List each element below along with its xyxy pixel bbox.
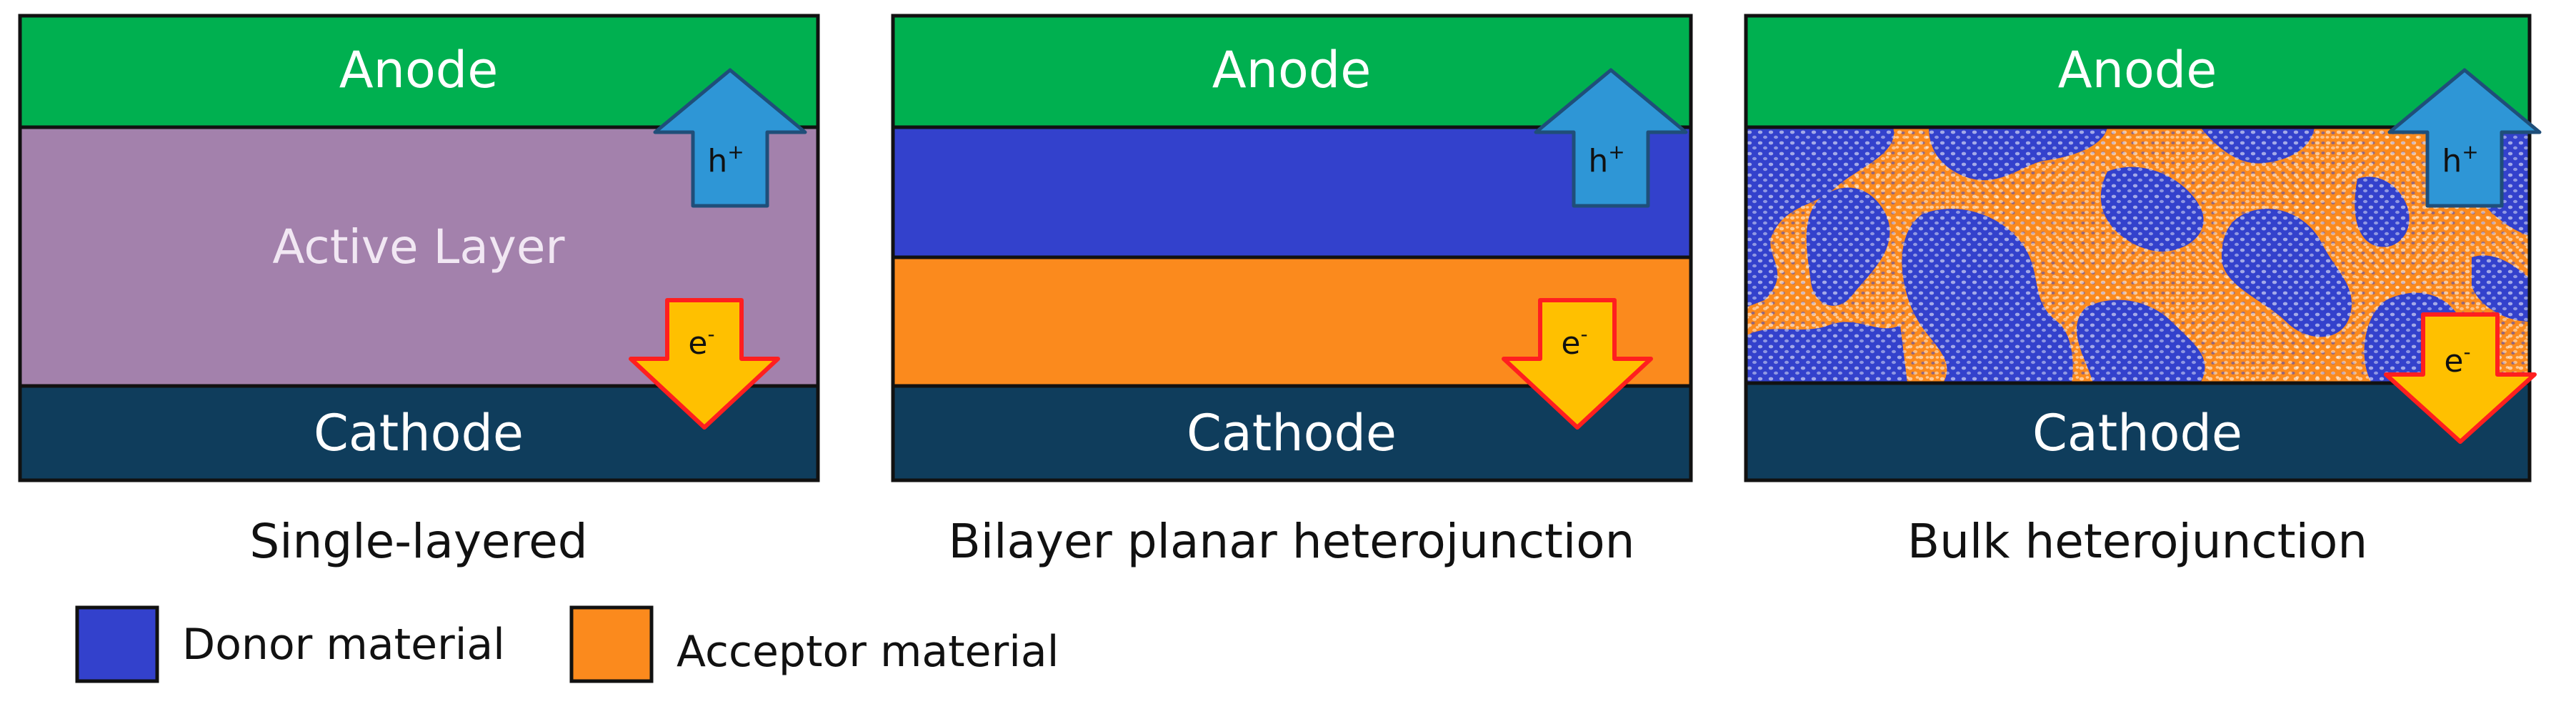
- electron-arrow-icon: e-: [1502, 298, 1653, 430]
- cathode-layer: [1746, 383, 2530, 480]
- hole-label: h: [2442, 143, 2462, 179]
- panel-bilayer-planar: Anode Cathode h+ e- Bilayer planar heter…: [891, 14, 1693, 569]
- hole-label: h: [707, 143, 727, 179]
- panel-border: [18, 14, 820, 482]
- panel-border: [891, 14, 1693, 482]
- legend-acceptor-label: Acceptor material: [677, 627, 1059, 677]
- hole-charge: +: [2462, 140, 2478, 164]
- hole-arrow-icon: h+: [2387, 68, 2542, 208]
- panel-border: [1744, 14, 2532, 482]
- anode-label: Anode: [2058, 41, 2217, 99]
- panel-caption: Bilayer planar heterojunction: [949, 514, 1635, 569]
- cathode-label: Cathode: [1187, 404, 1397, 462]
- svg-text:e-: e-: [688, 322, 714, 362]
- anode-label: Anode: [1212, 41, 1372, 99]
- hole-arrow-icon: h+: [1534, 68, 1688, 208]
- panel-single-layered: Anode Active Layer Cathode h+ e- Single-…: [18, 14, 820, 569]
- electron-charge: -: [707, 322, 714, 346]
- panel-caption: Single-layered: [249, 514, 587, 569]
- anode-layer: [893, 16, 1691, 127]
- cathode-label: Cathode: [314, 404, 524, 462]
- electron-arrow-icon: e-: [629, 298, 780, 430]
- legend: Donor material Acceptor material: [75, 605, 1059, 683]
- donor-layer: [893, 127, 1691, 257]
- svg-text:h+: h+: [2442, 140, 2478, 179]
- svg-text:e-: e-: [2444, 340, 2470, 380]
- cathode-label: Cathode: [2032, 404, 2242, 462]
- electron-arrow-icon: e-: [2384, 312, 2537, 444]
- active-layer-label: Active Layer: [272, 219, 565, 274]
- anode-layer: [1746, 16, 2530, 127]
- hole-charge: +: [1608, 140, 1624, 164]
- electron-label: e: [2444, 343, 2463, 380]
- electron-label: e: [688, 325, 707, 362]
- legend-acceptor-swatch: [569, 605, 654, 683]
- svg-text:h+: h+: [1588, 140, 1624, 179]
- hole-charge: +: [727, 140, 744, 164]
- legend-donor-label: Donor material: [182, 620, 505, 670]
- panel-bulk-heterojunction: Anode Cathode h+ e- Bulk heterojunction: [1744, 14, 2542, 569]
- hole-arrow-icon: h+: [653, 68, 807, 208]
- legend-donor-swatch: [75, 605, 159, 683]
- panel-caption: Bulk heterojunction: [1907, 514, 2367, 569]
- svg-text:e-: e-: [1561, 322, 1587, 362]
- hole-label: h: [1588, 143, 1608, 179]
- electron-charge: -: [2463, 340, 2470, 364]
- electron-charge: -: [1580, 322, 1587, 346]
- blend-morphology: [1746, 127, 2530, 383]
- electron-label: e: [1561, 325, 1580, 362]
- anode-label: Anode: [339, 41, 499, 99]
- svg-text:h+: h+: [707, 140, 744, 179]
